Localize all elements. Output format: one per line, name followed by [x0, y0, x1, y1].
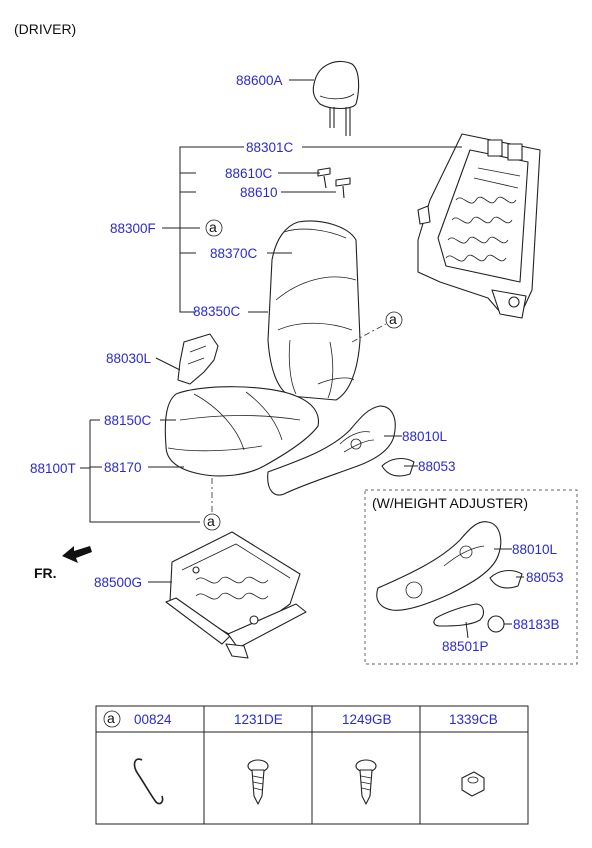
headrest-drawing: [312, 60, 360, 136]
part-label-88053-hadj[interactable]: 88053: [526, 570, 564, 585]
seatback-frame-drawing: [417, 133, 541, 319]
part-label-88350C[interactable]: 88350C: [193, 304, 241, 319]
part-label-88610C[interactable]: 88610C: [225, 166, 273, 181]
side-shield-drawing: [177, 333, 219, 385]
table-ref-letter: a: [107, 710, 115, 726]
svg-text:a: a: [207, 513, 215, 529]
seat-cushion-drawing: [164, 386, 319, 477]
table-header-1231DE[interactable]: 1231DE: [234, 712, 283, 727]
part-label-88301C[interactable]: 88301C: [246, 140, 294, 155]
bolt-drawing: [317, 167, 351, 199]
part-label-88010L[interactable]: 88010L: [402, 429, 448, 444]
part-label-88010L-hadj[interactable]: 88010L: [512, 542, 558, 557]
part-label-88183B[interactable]: 88183B: [513, 617, 560, 632]
front-marker: FR.: [34, 565, 57, 581]
part-label-88600A[interactable]: 88600A: [236, 73, 283, 88]
bolt-icon: [355, 759, 377, 805]
part-label-88610[interactable]: 88610: [240, 185, 278, 200]
part-label-88100T[interactable]: 88100T: [30, 461, 76, 476]
knob-hadj-drawing: [489, 569, 523, 589]
lever-drawing: [433, 603, 505, 633]
svg-text:a: a: [389, 311, 397, 327]
side-cover-hadj-drawing: [376, 521, 502, 611]
seat-track-drawing: [165, 531, 307, 659]
table-ref-circle: [103, 710, 121, 728]
diagram-title: (DRIVER): [14, 21, 76, 37]
parts-table: [95, 705, 529, 825]
part-label-88300F[interactable]: 88300F: [110, 221, 156, 236]
table-header-1249GB[interactable]: 1249GB: [342, 712, 392, 727]
callout-a-circle: [385, 311, 403, 329]
table-header-1339CB[interactable]: 1339CB: [449, 712, 498, 727]
part-label-88501P[interactable]: 88501P: [442, 639, 489, 654]
part-label-88370C[interactable]: 88370C: [210, 246, 258, 261]
front-arrow-icon: [62, 546, 92, 563]
knob-drawing: [381, 457, 415, 477]
wire-clip-icon: [133, 758, 164, 805]
callout-a-letter: a: [209, 219, 217, 235]
part-label-88053[interactable]: 88053: [418, 459, 456, 474]
height-adjuster-box: [364, 489, 578, 665]
part-label-88150C[interactable]: 88150C: [104, 413, 152, 428]
nut-icon: [461, 771, 485, 797]
part-label-88030L[interactable]: 88030L: [106, 351, 152, 366]
part-label-88170[interactable]: 88170: [104, 460, 142, 475]
callout-a-circle: [205, 219, 223, 237]
table-header-00824[interactable]: 00824: [134, 712, 172, 727]
seatback-cushion-drawing: [267, 220, 361, 401]
screw-icon: [247, 759, 269, 805]
part-label-88500G[interactable]: 88500G: [94, 575, 142, 590]
callout-a-circle: [203, 513, 221, 531]
height-adjuster-title: (W/HEIGHT ADJUSTER): [372, 495, 528, 511]
